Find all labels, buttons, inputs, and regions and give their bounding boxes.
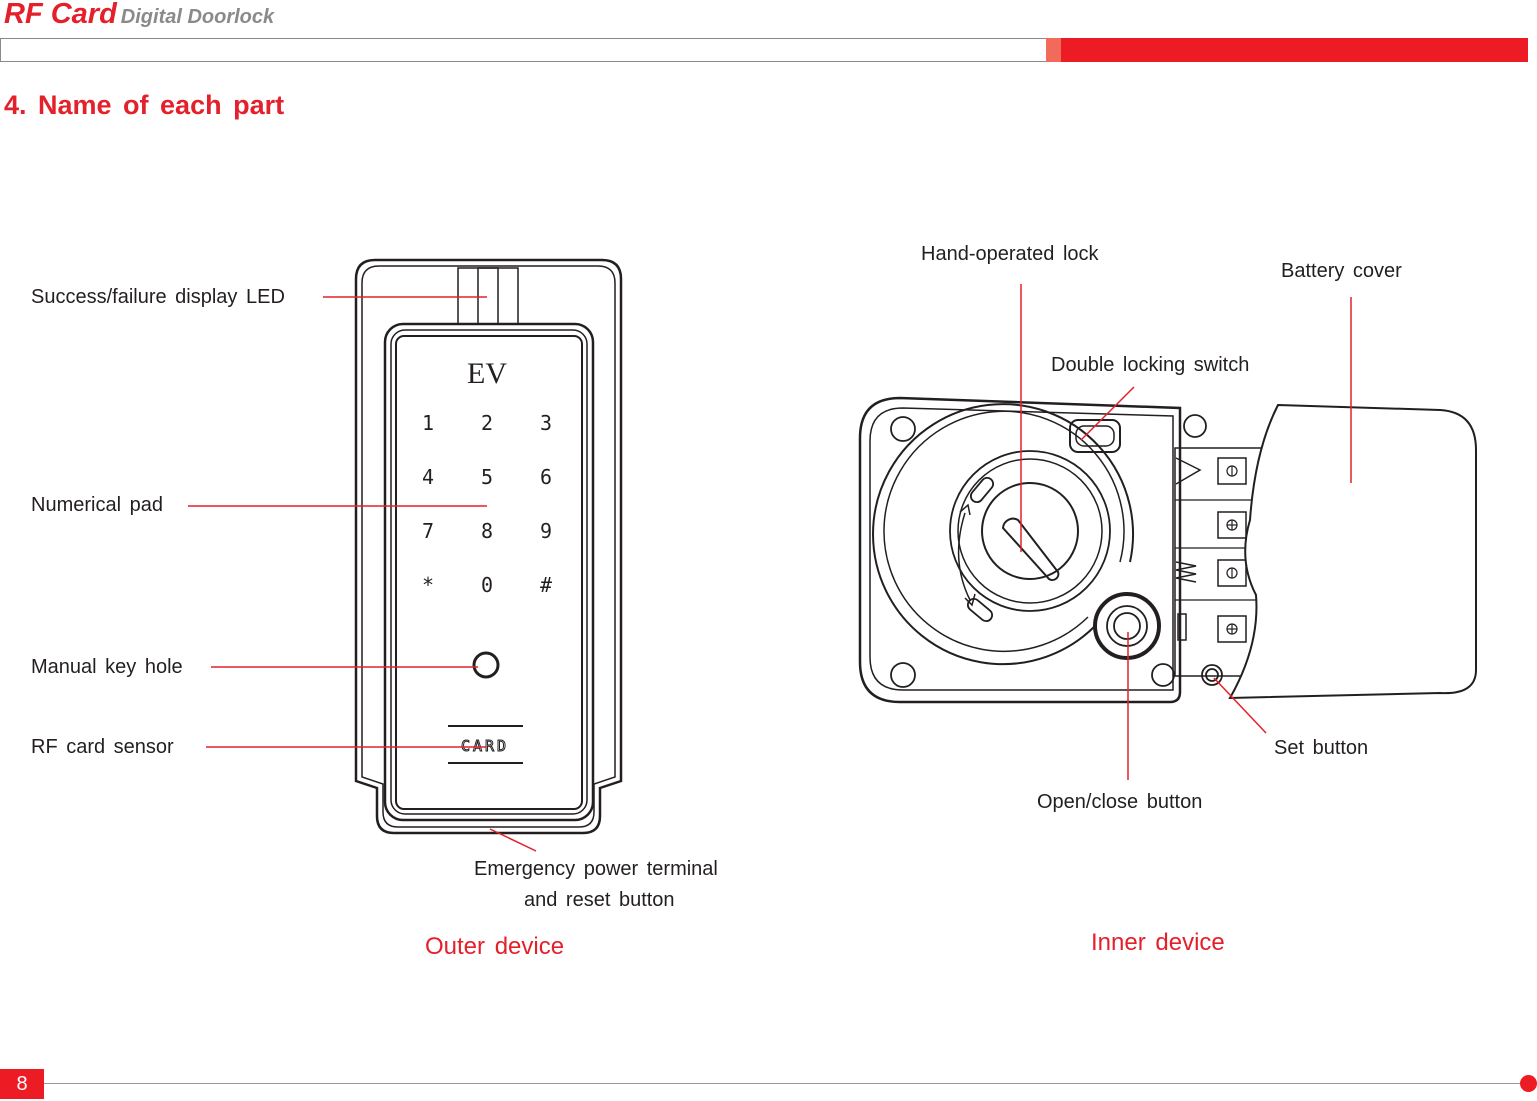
key-hash: # xyxy=(540,573,552,597)
inner-leader-lines xyxy=(1020,284,1352,780)
key-2: 2 xyxy=(481,411,493,435)
key-4: 4 xyxy=(422,465,434,489)
key-star: * xyxy=(422,573,434,597)
keypad: 1 2 3 4 5 6 7 8 9 * 0 # xyxy=(422,411,552,597)
header-bar-fill xyxy=(1061,38,1528,62)
card-text: CARD xyxy=(461,737,509,755)
key-8: 8 xyxy=(481,519,493,543)
header-bar-track xyxy=(0,38,1048,62)
label-numerical-pad: Numerical pad xyxy=(31,494,163,516)
label-open-close: Open/close button xyxy=(1037,791,1203,813)
footer-rule xyxy=(44,1083,1520,1084)
header-bar-accent xyxy=(1046,38,1061,62)
brand-main: RF Card xyxy=(4,0,117,30)
label-rf-sensor: RF card sensor xyxy=(31,736,174,758)
inner-device-drawing xyxy=(858,396,1266,704)
label-double-switch: Double locking switch xyxy=(1051,354,1250,376)
label-key-hole: Manual key hole xyxy=(31,656,183,678)
section-title: 4. Name of each part xyxy=(4,90,285,120)
header-bar xyxy=(0,38,1528,62)
key-1: 1 xyxy=(422,411,434,435)
outer-leader-lines xyxy=(188,296,537,852)
key-3: 3 xyxy=(540,411,552,435)
label-led: Success/failure display LED xyxy=(31,286,285,308)
label-battery-cover: Battery cover xyxy=(1281,260,1402,282)
label-hand-lock: Hand-operated lock xyxy=(921,243,1099,265)
key-6: 6 xyxy=(540,465,552,489)
page-number: 8 xyxy=(0,1069,44,1099)
ev-logo: EV xyxy=(467,357,507,390)
caption-inner-device: Inner device xyxy=(1091,929,1225,956)
label-emergency-line1: Emergency power terminal xyxy=(474,858,718,880)
key-9: 9 xyxy=(540,519,552,543)
label-emergency-line2: and reset button xyxy=(524,889,675,911)
key-5: 5 xyxy=(481,465,493,489)
key-0: 0 xyxy=(481,573,493,597)
battery-cover-shape xyxy=(1228,403,1477,700)
outer-device-drawing xyxy=(354,258,623,835)
label-set-button: Set button xyxy=(1274,737,1369,759)
footer-dot-icon xyxy=(1520,1075,1537,1092)
brand-sub: Digital Doorlock xyxy=(120,6,275,28)
caption-outer-device: Outer device xyxy=(425,933,565,960)
key-7: 7 xyxy=(422,519,434,543)
